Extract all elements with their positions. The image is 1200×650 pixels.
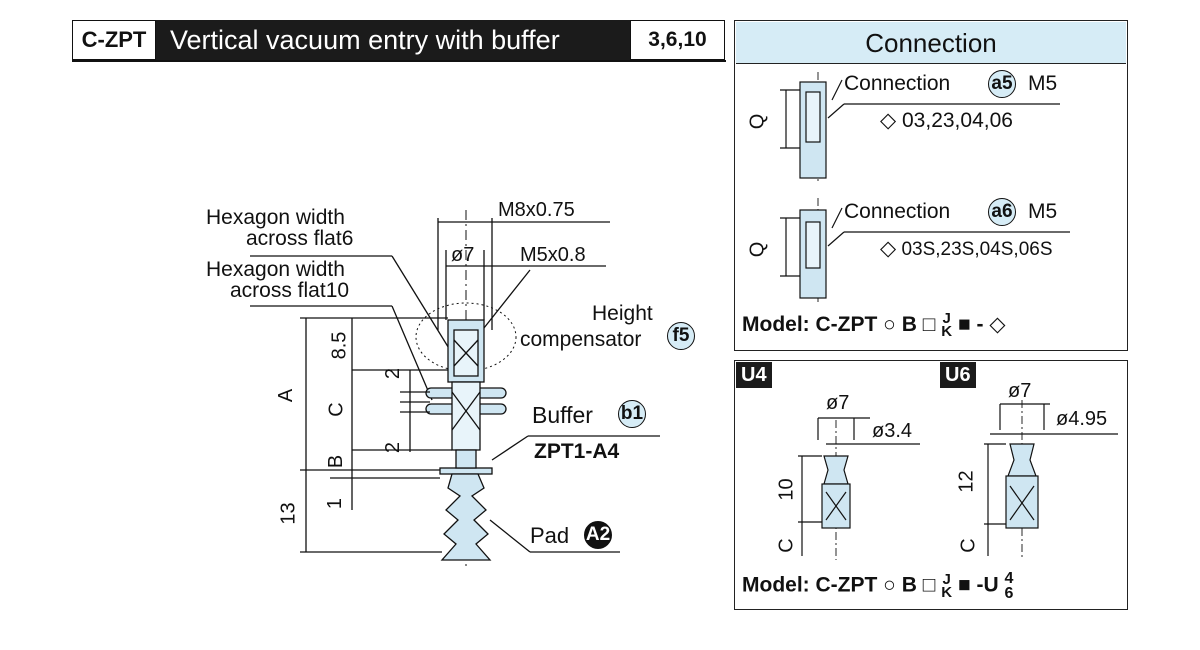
connection-a6-code-badge: a6 [988, 198, 1016, 226]
circle-placeholder-icon: ○ [883, 313, 896, 336]
u-model-line: Model: C-ZPT ○ B □ J K ■ -U 4 6 [742, 570, 1014, 602]
u6-tag: U6 [940, 362, 976, 388]
u4-outer-diameter: ø7 [826, 392, 850, 414]
u-variant-panel [734, 360, 1128, 610]
filled-square-icon: ■ [957, 573, 971, 597]
connection-a6-thread: M5 [1028, 200, 1058, 223]
model-code: C-ZPT [815, 573, 878, 597]
u6-outer-diameter: ø7 [1008, 380, 1032, 402]
dim-c: C [325, 402, 348, 417]
connection-a5-dim-q: Q [746, 113, 769, 130]
connection-a5-code-badge: a5 [988, 70, 1016, 98]
square-placeholder-icon: □ [922, 313, 936, 336]
hex10-label-line2: across flat10 [230, 279, 350, 302]
model-b: B [901, 573, 917, 597]
model-k: K [941, 584, 953, 601]
thread-top-label: M8x0.75 [498, 199, 575, 221]
diamond-icon: ◇ [880, 109, 897, 132]
model-suffix: -U [976, 573, 999, 597]
dim-b: B [325, 454, 348, 469]
u4-inner-diameter: ø3.4 [872, 420, 913, 442]
model-opt-4: 4 [1004, 570, 1014, 587]
connection-a6-options-text: 03S,23S,04S,06S [901, 239, 1053, 260]
height-comp-line2: compensator [520, 328, 642, 351]
buffer-part-number: ZPT1-A4 [534, 440, 620, 463]
hex6-label-line2: across flat6 [246, 227, 354, 250]
u4-dim-c: C [775, 538, 798, 553]
dim-2-upper: 2 [382, 367, 405, 380]
diamond-icon: ◇ [880, 237, 897, 260]
square-placeholder-icon: □ [922, 573, 936, 597]
model-label: Model: [742, 573, 810, 597]
connection-a5-label: Connection [844, 72, 951, 95]
model-opt-6: 6 [1004, 585, 1014, 602]
connection-a5-options: ◇ 03,23,04,06 [880, 108, 1013, 133]
model-dash: - [976, 313, 984, 336]
connection-a6-dim-q: Q [746, 241, 769, 258]
dim-a: A [275, 388, 298, 403]
dim-1: 1 [324, 497, 347, 510]
pad-code-badge: A2 [584, 521, 612, 549]
model-code-box: C-ZPT [72, 20, 156, 60]
connection-model-line: Model: C-ZPT ○ B □ J K ■ - ◇ [742, 310, 1006, 341]
u6-length: 12 [955, 470, 978, 493]
u4-length: 10 [775, 478, 798, 501]
connection-a6-label: Connection [844, 200, 951, 223]
u4-tag: U4 [736, 362, 772, 388]
hex10-label-line1: Hexagon width [206, 258, 345, 281]
connection-a5-options-text: 03,23,04,06 [902, 109, 1013, 132]
diamond-icon: ◇ [989, 313, 1006, 336]
pad-label: Pad [530, 523, 570, 548]
u6-dim-c: C [957, 538, 980, 553]
header-underline [72, 60, 726, 62]
size-list: 3,6,10 [630, 20, 725, 60]
height-comp-line1: Height [592, 302, 653, 325]
thread-port-label: M5x0.8 [520, 244, 586, 266]
page-title: Vertical vacuum entry with buffer [156, 20, 630, 60]
model-code: C-ZPT [815, 313, 878, 336]
connection-a5-thread: M5 [1028, 72, 1058, 95]
buffer-label: Buffer [532, 402, 593, 428]
circle-placeholder-icon: ○ [883, 573, 896, 597]
model-k: K [941, 323, 953, 341]
diameter-label: ø7 [451, 244, 475, 266]
model-b: B [901, 313, 917, 336]
u6-inner-diameter: ø4.95 [1056, 408, 1108, 430]
dim-8-5: 8.5 [328, 331, 351, 360]
dim-2-lower: 2 [382, 441, 405, 454]
hex6-label-line1: Hexagon width [206, 206, 345, 229]
connection-title: Connection [736, 22, 1126, 64]
connection-a6-options: ◇ 03S,23S,04S,06S [880, 236, 1053, 261]
model-j: J [942, 571, 951, 588]
height-comp-code-badge: f5 [667, 322, 695, 350]
model-label: Model: [742, 313, 810, 336]
filled-square-icon: ■ [957, 313, 971, 336]
buffer-code-badge: b1 [618, 400, 646, 428]
connection-panel [734, 20, 1128, 351]
model-j: J [942, 310, 951, 328]
dim-13: 13 [277, 502, 300, 525]
